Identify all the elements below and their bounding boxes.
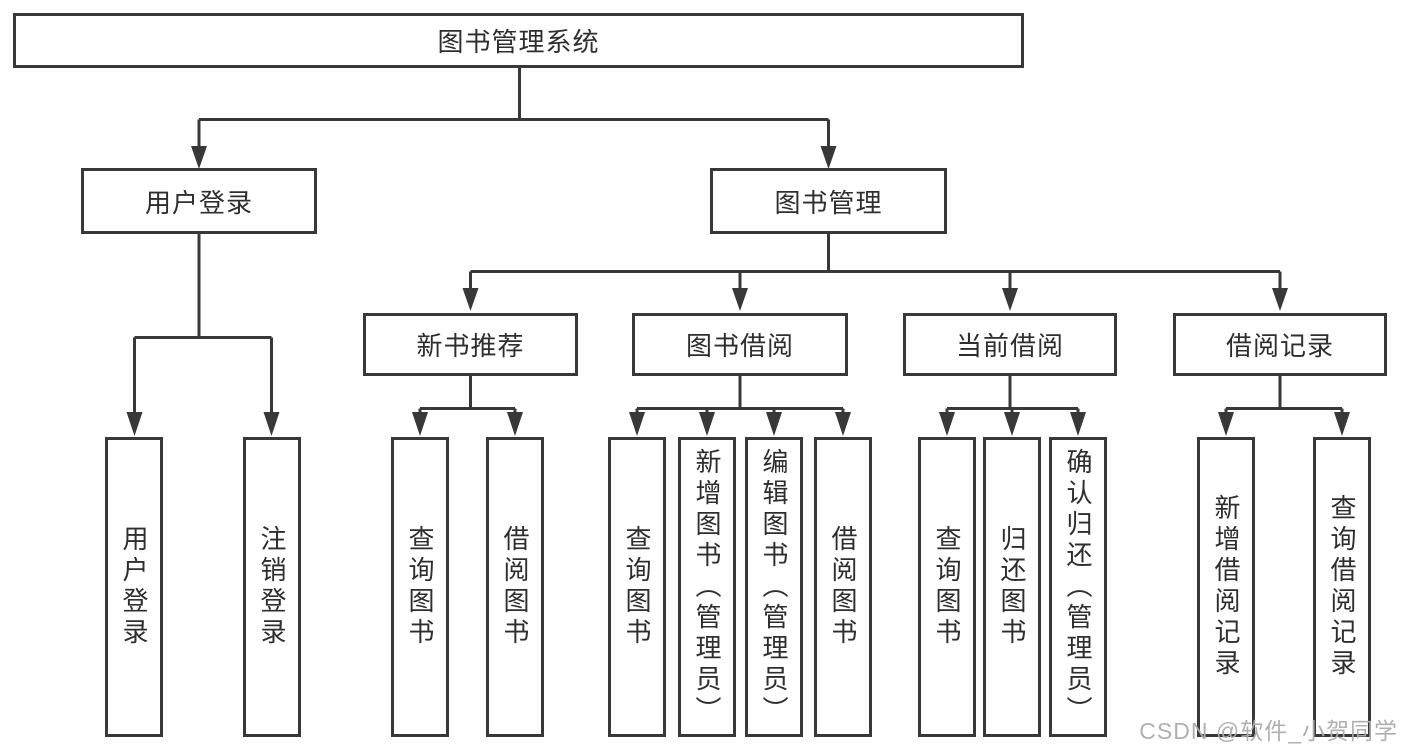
node-root: 图书管理系统 xyxy=(13,13,1024,68)
leaf-user-login-label: 用户登录 xyxy=(119,525,149,649)
node-current-borrowing: 当前借阅 xyxy=(903,313,1117,376)
node-book-borrowing: 图书借阅 xyxy=(632,313,848,376)
leaf-query-books-recommend-label: 查询图书 xyxy=(405,525,435,649)
leaf-add-borrow-record-label: 新增借阅记录 xyxy=(1211,494,1241,680)
leaf-borrow-books-recommend: 借阅图书 xyxy=(486,437,544,737)
leaf-user-login: 用户登录 xyxy=(105,437,163,737)
leaf-query-borrow-record: 查询借阅记录 xyxy=(1313,437,1371,737)
node-borrowing-records: 借阅记录 xyxy=(1173,313,1387,376)
leaf-return-books-label: 归还图书 xyxy=(997,525,1027,649)
node-current-borrowing-label: 当前借阅 xyxy=(955,331,1064,361)
leaf-add-book-admin-label: 新增图书（管理员） xyxy=(692,447,722,727)
node-user-login-label: 用户登录 xyxy=(144,187,253,218)
leaf-confirm-return-admin: 确认归还（管理员） xyxy=(1049,437,1107,737)
leaf-query-borrow-record-label: 查询借阅记录 xyxy=(1327,494,1357,680)
leaf-query-books-recommend: 查询图书 xyxy=(391,437,449,737)
leaf-logout-label: 注销登录 xyxy=(257,525,287,649)
leaf-edit-book-admin: 编辑图书（管理员） xyxy=(745,437,803,737)
node-borrowing-records-label: 借阅记录 xyxy=(1225,331,1334,361)
leaf-query-books-current: 查询图书 xyxy=(918,437,976,737)
leaf-add-borrow-record: 新增借阅记录 xyxy=(1197,437,1255,737)
leaf-borrow-books-borrowing-label: 借阅图书 xyxy=(828,525,858,649)
leaf-confirm-return-admin-label: 确认归还（管理员） xyxy=(1063,447,1093,727)
leaf-borrow-books-recommend-label: 借阅图书 xyxy=(500,525,530,649)
leaf-add-book-admin: 新增图书（管理员） xyxy=(678,437,736,737)
node-new-book-recommend: 新书推荐 xyxy=(363,313,578,376)
leaf-query-books-borrowing: 查询图书 xyxy=(608,437,666,737)
node-new-book-recommend-label: 新书推荐 xyxy=(416,331,525,361)
node-user-login: 用户登录 xyxy=(81,168,317,234)
leaf-borrow-books-borrowing: 借阅图书 xyxy=(814,437,872,737)
csdn-watermark: CSDN @软件_小贺同学 xyxy=(1139,718,1398,744)
leaf-query-books-current-label: 查询图书 xyxy=(932,525,962,649)
node-book-borrowing-label: 图书借阅 xyxy=(685,331,794,361)
node-book-management-label: 图书管理 xyxy=(774,187,883,218)
leaf-query-books-borrowing-label: 查询图书 xyxy=(622,525,652,649)
leaf-edit-book-admin-label: 编辑图书（管理员） xyxy=(759,447,789,727)
node-root-label: 图书管理系统 xyxy=(437,27,600,57)
leaf-logout: 注销登录 xyxy=(243,437,301,737)
leaf-return-books: 归还图书 xyxy=(983,437,1041,737)
node-book-management: 图书管理 xyxy=(710,168,947,234)
